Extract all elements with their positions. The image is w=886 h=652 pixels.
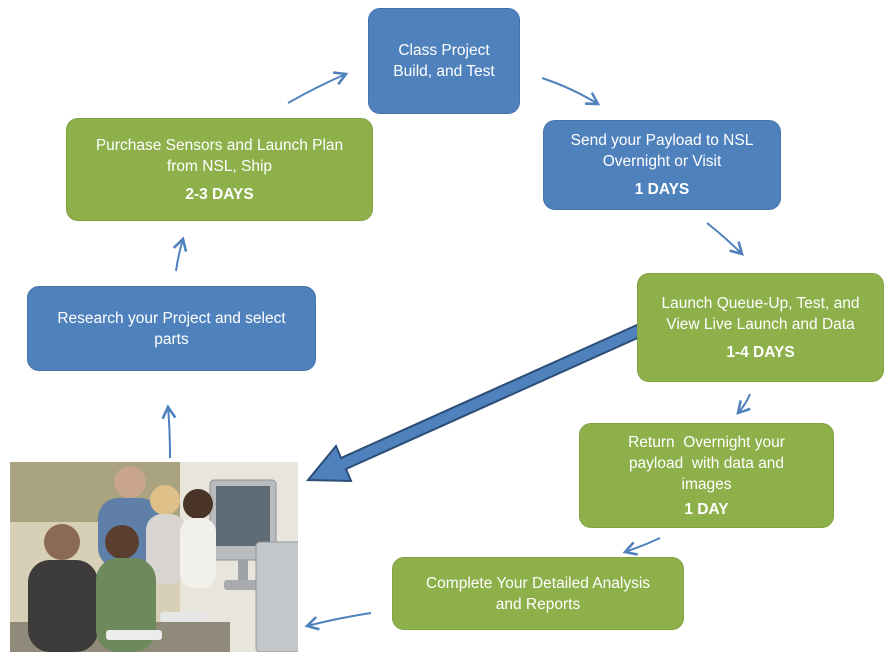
arrow-research-to-purchase xyxy=(172,236,188,272)
step-research: Research your Project and select parts xyxy=(27,286,316,371)
step-research-line-1: Research your Project and select xyxy=(57,309,286,327)
arrow-launch-to-return xyxy=(736,393,751,415)
step-build-line-1: Class Project xyxy=(398,42,490,59)
step-launch-line-1: Launch Queue-Up, Test, and xyxy=(661,294,860,312)
step-return-line-1: Return Overnight your xyxy=(628,433,785,451)
step-analysis: Complete Your Detailed Analysis and Repo… xyxy=(392,557,684,630)
step-purchase-duration: 2-3 DAYS xyxy=(185,185,254,203)
step-build-and-test: Class Project Build, and Test xyxy=(368,8,520,114)
arrow-return-to-analysis xyxy=(622,537,661,556)
step-return-line-3: images xyxy=(681,475,732,493)
arrow-purchase-to-build xyxy=(287,71,349,104)
arrow-photo-to-research xyxy=(161,404,177,459)
step-return-duration: 1 DAY xyxy=(684,500,729,518)
arrow-analysis-to-photo xyxy=(304,612,372,631)
step-purchase-line-1: Purchase Sensors and Launch Plan xyxy=(95,136,344,154)
step-send-payload: Send your Payload to NSL Overnight or Vi… xyxy=(543,120,781,210)
step-analysis-line-1: Complete Your Detailed Analysis xyxy=(425,574,651,592)
big-return-arrow xyxy=(305,323,649,483)
step-purchase: Purchase Sensors and Launch Plan from NS… xyxy=(66,118,373,221)
step-return-payload: Return Overnight your payload with data … xyxy=(579,423,834,528)
step-launch: Launch Queue-Up, Test, and View Live Lau… xyxy=(637,273,884,382)
step-send-line-2: Overnight or Visit xyxy=(602,153,722,170)
step-send-duration: 1 DAYS xyxy=(634,181,690,198)
step-return-line-2: payload with data and xyxy=(628,454,785,472)
step-send-line-1: Send your Payload to NSL xyxy=(570,132,754,149)
arrow-send-to-launch xyxy=(706,222,744,256)
step-analysis-line-2: and Reports xyxy=(495,595,581,613)
step-launch-line-2: View Live Launch and Data xyxy=(666,315,855,333)
students-at-computers-photo xyxy=(10,462,298,652)
arrow-build-to-send xyxy=(541,77,601,106)
step-purchase-line-2: from NSL, Ship xyxy=(166,157,273,175)
step-build-line-2: Build, and Test xyxy=(393,63,495,80)
step-launch-duration: 1-4 DAYS xyxy=(726,343,795,361)
step-research-line-2: parts xyxy=(154,330,189,348)
